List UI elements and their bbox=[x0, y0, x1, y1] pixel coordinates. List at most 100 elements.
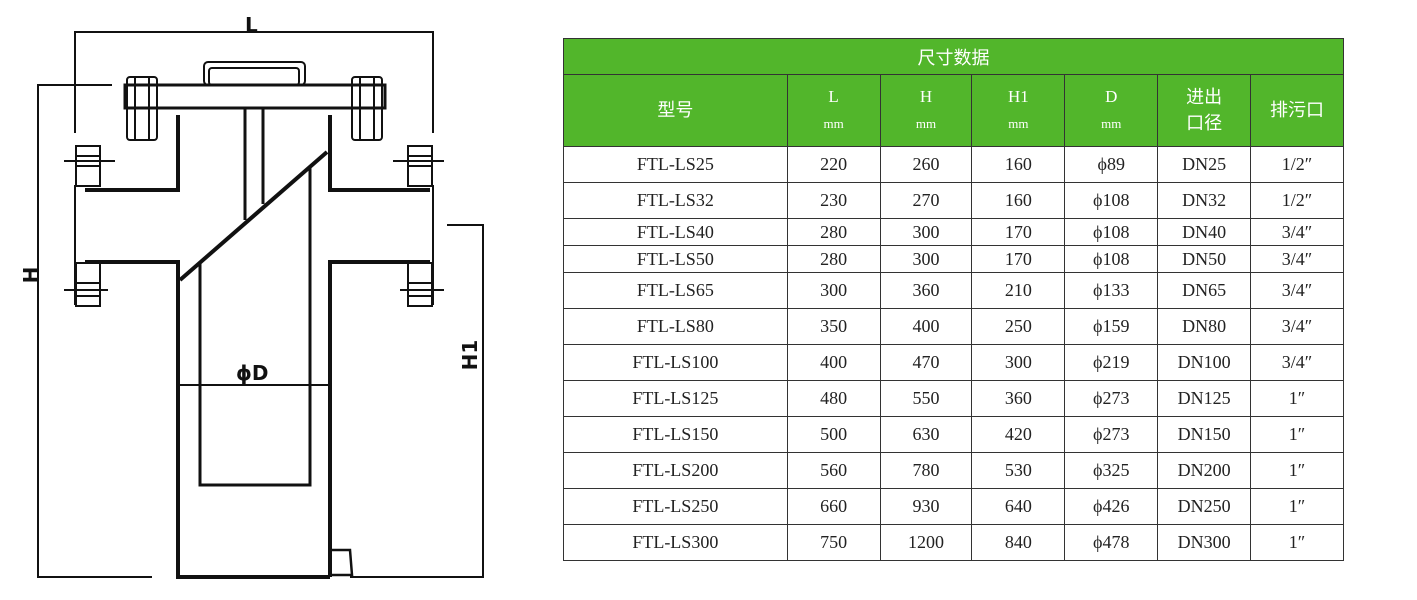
table-cell: 640 bbox=[971, 488, 1066, 525]
table-cell: 500 bbox=[786, 416, 881, 453]
table-cell: FTL-LS40 bbox=[563, 218, 788, 246]
table-cell: 660 bbox=[786, 488, 881, 525]
label-H: H bbox=[19, 267, 43, 284]
table-cell: 3/4″ bbox=[1250, 272, 1344, 309]
label-H1: H1 bbox=[458, 340, 482, 371]
table-cell: 480 bbox=[786, 380, 881, 417]
table-cell: ϕ89 bbox=[1064, 146, 1159, 183]
table-cell: ϕ219 bbox=[1064, 344, 1159, 381]
table-cell: DN40 bbox=[1157, 218, 1252, 246]
table-cell: 1″ bbox=[1250, 380, 1344, 417]
table-cell: FTL-LS32 bbox=[563, 182, 788, 219]
table-cell: ϕ133 bbox=[1064, 272, 1159, 309]
table-cell: 400 bbox=[786, 344, 881, 381]
table-cell: 260 bbox=[879, 146, 973, 183]
table-cell: ϕ325 bbox=[1064, 452, 1159, 489]
table-cell: FTL-LS65 bbox=[563, 272, 788, 309]
table-cell: DN250 bbox=[1157, 488, 1252, 525]
table-cell: 300 bbox=[879, 245, 973, 273]
table-cell: 420 bbox=[971, 416, 1066, 453]
table-cell: 780 bbox=[879, 452, 973, 489]
header-label: 排污口 bbox=[1270, 99, 1325, 121]
table-cell: 1200 bbox=[879, 524, 973, 561]
table-cell: FTL-LS80 bbox=[563, 308, 788, 345]
header-label: 进出 bbox=[1186, 86, 1223, 108]
table-cell: 3/4″ bbox=[1250, 245, 1344, 273]
table-cell: 160 bbox=[971, 146, 1066, 183]
screen-diagonal bbox=[178, 150, 329, 282]
table-cell: DN80 bbox=[1157, 308, 1252, 345]
table-cell: 930 bbox=[879, 488, 973, 525]
top-cover bbox=[123, 83, 387, 110]
table-cell: 630 bbox=[879, 416, 973, 453]
table-title: 尺寸数据 bbox=[563, 38, 1344, 75]
table-cell: 220 bbox=[786, 146, 881, 183]
table-cell: 840 bbox=[971, 524, 1066, 561]
table-cell: 1″ bbox=[1250, 488, 1344, 525]
table-cell: ϕ108 bbox=[1064, 218, 1159, 246]
dimension-H1-line bbox=[350, 224, 484, 578]
screen-basket bbox=[198, 168, 312, 487]
table-cell: ϕ478 bbox=[1064, 524, 1159, 561]
header-unit: mm bbox=[823, 116, 844, 131]
bolt-icon bbox=[64, 262, 108, 307]
table-cell: ϕ108 bbox=[1064, 182, 1159, 219]
table-cell: FTL-LS25 bbox=[563, 146, 788, 183]
table-cell: DN32 bbox=[1157, 182, 1252, 219]
table-cell: ϕ426 bbox=[1064, 488, 1159, 525]
table-cell: DN25 bbox=[1157, 146, 1252, 183]
table-cell: ϕ273 bbox=[1064, 380, 1159, 417]
table-cell: 3/4″ bbox=[1250, 308, 1344, 345]
header-unit: 口径 bbox=[1186, 112, 1223, 134]
table-cell: DN150 bbox=[1157, 416, 1252, 453]
header-unit: mm bbox=[1008, 116, 1029, 131]
header-label: H bbox=[919, 87, 933, 106]
header-label: D bbox=[1105, 87, 1118, 106]
table-cell: 210 bbox=[971, 272, 1066, 309]
label-D: ϕD bbox=[236, 361, 269, 385]
header-label: 型号 bbox=[657, 99, 694, 121]
bolt-icon bbox=[351, 76, 383, 141]
table-cell: 1″ bbox=[1250, 524, 1344, 561]
cover-handle bbox=[203, 61, 306, 86]
table-cell: 270 bbox=[879, 182, 973, 219]
table-cell: DN200 bbox=[1157, 452, 1252, 489]
table-cell: 360 bbox=[879, 272, 973, 309]
bolt-icon bbox=[64, 145, 115, 187]
table-cell: 280 bbox=[786, 245, 881, 273]
table-cell: FTL-LS200 bbox=[563, 452, 788, 489]
table-cell: 3/4″ bbox=[1250, 218, 1344, 246]
table-cell: 400 bbox=[879, 308, 973, 345]
table-cell: FTL-LS125 bbox=[563, 380, 788, 417]
table-cell: 170 bbox=[971, 218, 1066, 246]
column-header: H1 mm bbox=[971, 74, 1066, 147]
table-cell: DN300 bbox=[1157, 524, 1252, 561]
table-cell: 3/4″ bbox=[1250, 344, 1344, 381]
header-unit: mm bbox=[915, 116, 937, 131]
table-cell: 160 bbox=[971, 182, 1066, 219]
table-cell: ϕ273 bbox=[1064, 416, 1159, 453]
bolt-icon bbox=[393, 145, 444, 187]
table-cell: 550 bbox=[879, 380, 973, 417]
table-cell: DN50 bbox=[1157, 245, 1252, 273]
label-L: L bbox=[245, 13, 258, 37]
table-cell: 280 bbox=[786, 218, 881, 246]
table-cell: FTL-LS150 bbox=[563, 416, 788, 453]
header-label: H1 bbox=[1007, 87, 1029, 106]
table-cell: FTL-LS50 bbox=[563, 245, 788, 273]
table-cell: 230 bbox=[786, 182, 881, 219]
header-unit: mm bbox=[1101, 116, 1122, 131]
drain-outlet bbox=[330, 548, 354, 577]
